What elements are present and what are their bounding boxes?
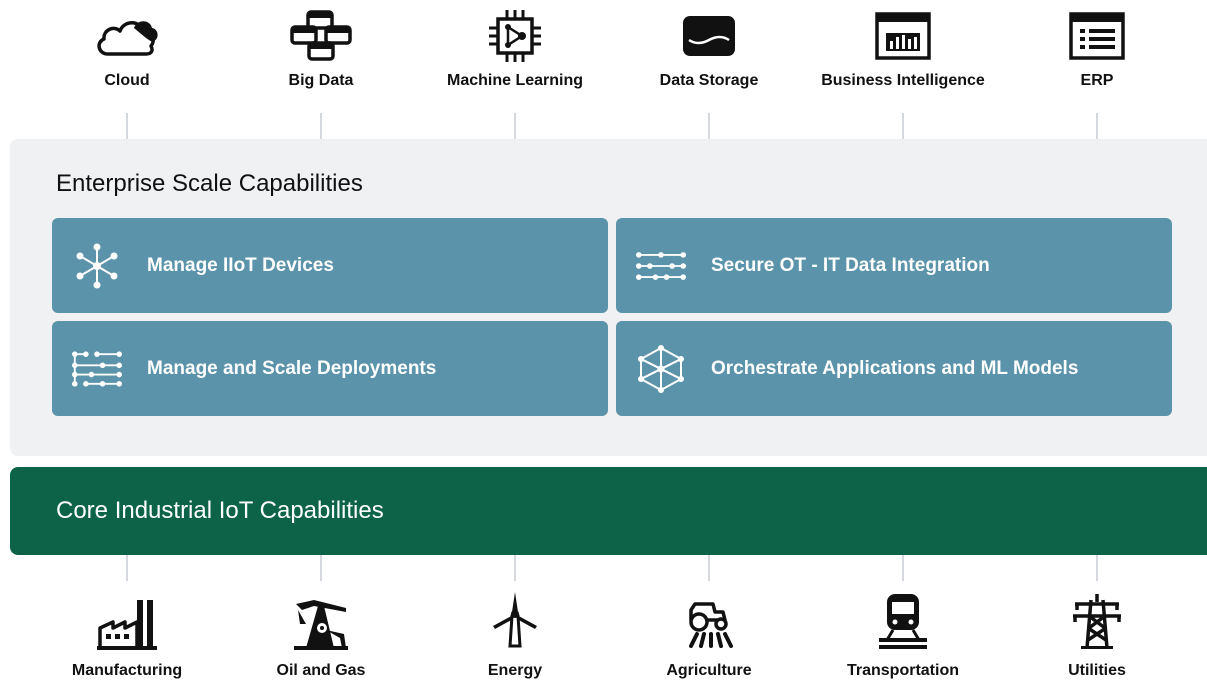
card-orchestrate-applications: Orchestrate Applications and ML Models xyxy=(616,321,1172,416)
industry-energy: Energy xyxy=(415,586,615,680)
connector-line xyxy=(320,555,322,581)
bar-chart-window-icon xyxy=(803,10,1003,62)
train-icon xyxy=(803,586,1003,650)
card-label: Orchestrate Applications and ML Models xyxy=(711,357,1079,379)
integration-data-storage: Data Storage xyxy=(609,10,809,90)
card-manage-iiot-devices: Manage IIoT Devices xyxy=(52,218,608,313)
industry-label: Transportation xyxy=(846,662,959,679)
card-secure-ot-it: Secure OT - IT Data Integration xyxy=(616,218,1172,313)
industry-manufacturing: Manufacturing xyxy=(27,586,227,680)
connector-line xyxy=(708,555,710,581)
industry-label: Agriculture xyxy=(666,662,752,679)
database-cluster-icon xyxy=(221,10,421,62)
card-manage-scale-deployments: Manage and Scale Deployments xyxy=(52,321,608,416)
core-band xyxy=(10,467,1207,555)
power-tower-icon xyxy=(997,586,1197,650)
wind-turbine-icon xyxy=(415,586,615,650)
enterprise-title: Enterprise Scale Capabilities xyxy=(56,170,363,197)
tractor-icon xyxy=(609,586,809,650)
integration-erp: ERP xyxy=(997,10,1197,90)
connector-line xyxy=(126,555,128,581)
industry-label: Oil and Gas xyxy=(276,662,366,679)
connector-line xyxy=(1096,555,1098,581)
core-title: Core Industrial IoT Capabilities xyxy=(56,497,384,524)
data-lines-icon xyxy=(636,241,686,291)
pumpjack-icon xyxy=(221,586,421,650)
storage-drum-icon xyxy=(609,10,809,62)
integration-label: ERP xyxy=(1080,72,1114,89)
connector-line xyxy=(708,113,710,139)
connector-line xyxy=(514,113,516,139)
connector-line xyxy=(320,113,322,139)
integration-label: Data Storage xyxy=(659,72,759,89)
industry-oil-and-gas: Oil and Gas xyxy=(221,586,421,680)
industry-label: Utilities xyxy=(1068,662,1126,679)
connector-line xyxy=(126,113,128,139)
deployment-grid-icon xyxy=(72,344,122,394)
integration-machine-learning: Machine Learning xyxy=(415,10,615,90)
connector-line xyxy=(902,113,904,139)
industry-utilities: Utilities xyxy=(997,586,1197,680)
cloud-icon xyxy=(27,10,227,62)
connector-line xyxy=(514,555,516,581)
device-network-icon xyxy=(72,241,122,291)
integration-big-data: Big Data xyxy=(221,10,421,90)
industry-label: Energy xyxy=(487,662,543,679)
connector-line xyxy=(1096,113,1098,139)
integration-label: Cloud xyxy=(104,72,150,89)
industry-agriculture: Agriculture xyxy=(609,586,809,680)
card-label: Secure OT - IT Data Integration xyxy=(711,254,990,276)
integration-label: Machine Learning xyxy=(446,72,584,89)
integration-cloud: Cloud xyxy=(27,10,227,90)
card-label: Manage IIoT Devices xyxy=(147,254,334,276)
integration-label: Business Intelligence xyxy=(821,72,985,89)
industry-transportation: Transportation xyxy=(803,586,1003,680)
connector-line xyxy=(902,555,904,581)
factory-icon xyxy=(27,586,227,650)
integration-label: Big Data xyxy=(288,72,354,89)
chip-icon xyxy=(415,10,615,62)
mesh-icon xyxy=(636,344,686,394)
card-label: Manage and Scale Deployments xyxy=(147,357,437,379)
industry-label: Manufacturing xyxy=(71,662,183,679)
list-window-icon xyxy=(997,10,1197,62)
integration-business-intelligence: Business Intelligence xyxy=(803,10,1003,90)
